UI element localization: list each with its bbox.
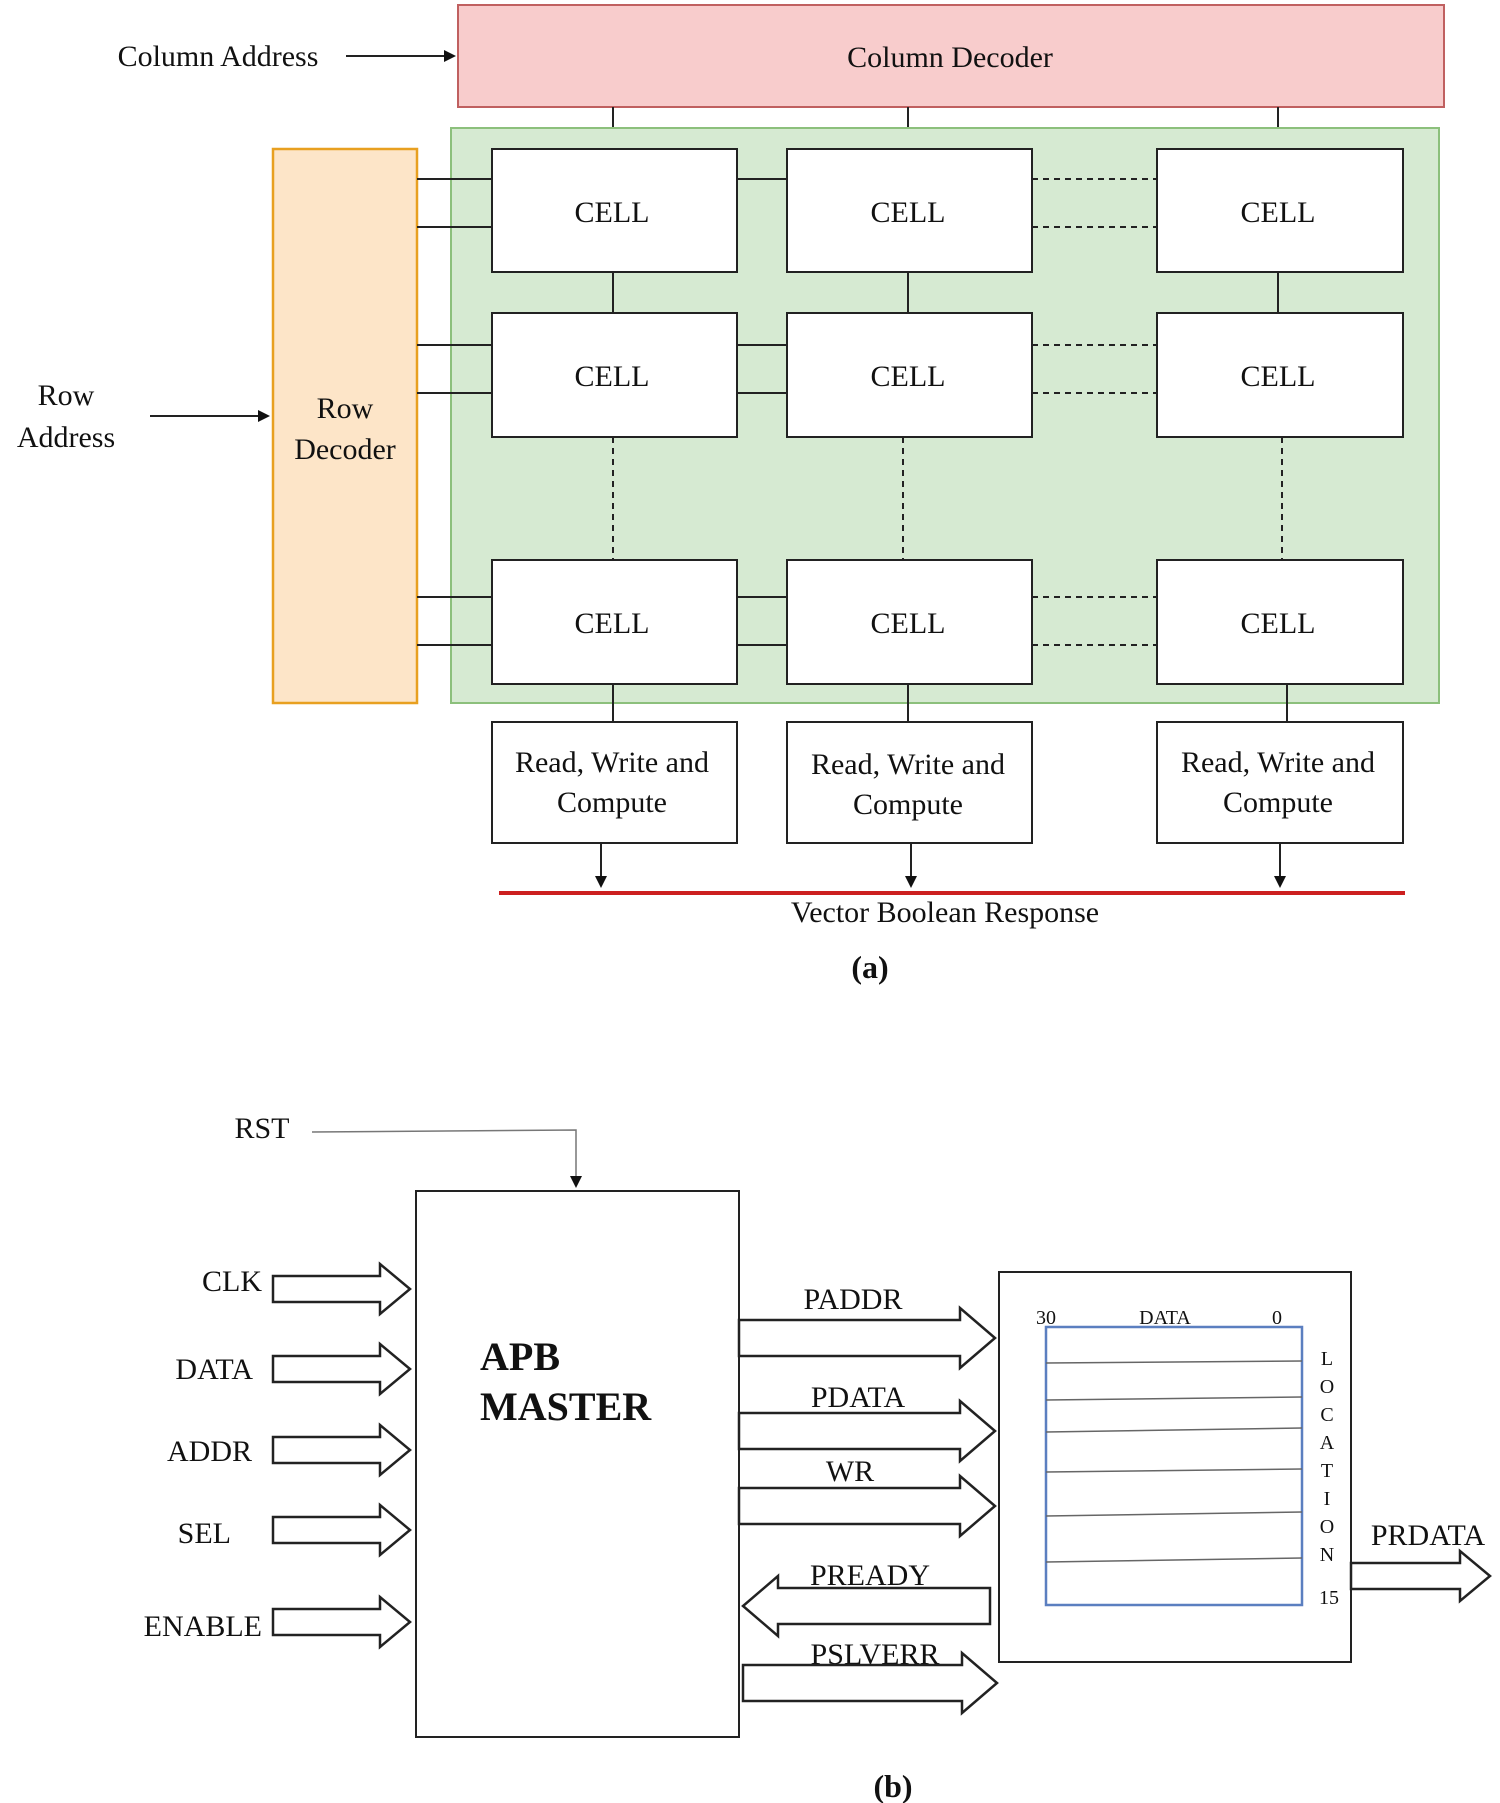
- memory-row-line: [1045, 1557, 1303, 1563]
- input-data-label: DATA: [175, 1353, 253, 1386]
- row-decoder-label-2: Decoder: [294, 433, 396, 466]
- location-letter: T: [1321, 1460, 1333, 1482]
- location-end-label: 15: [1319, 1587, 1339, 1609]
- location-letter: O: [1320, 1376, 1334, 1398]
- prdata-label: PRDATA: [1371, 1519, 1486, 1552]
- cell-r1-c2: [786, 148, 1033, 273]
- cell-r2-c2: [786, 312, 1033, 438]
- figure-b: RST APB MASTER CLK DATA ADDR SEL ENABLE …: [144, 1112, 1492, 1803]
- rst-arrow: [311, 1129, 582, 1188]
- cell-r2-c1: [491, 312, 738, 438]
- input-clk-label: CLK: [202, 1265, 262, 1298]
- column-decoder-label: Column Decoder: [847, 41, 1053, 74]
- input-enable-arrow: [271, 1594, 412, 1650]
- rwc-label-1: Read, Write and: [515, 746, 709, 779]
- memory-row-line: [1045, 1468, 1303, 1473]
- cell-label: CELL: [871, 196, 946, 229]
- memory-row-line: [1045, 1360, 1303, 1364]
- input-enable-label: ENABLE: [144, 1610, 262, 1643]
- rwc-block-3: [1156, 721, 1404, 844]
- location-letter: C: [1320, 1404, 1333, 1426]
- paddr-arrow: [737, 1305, 997, 1371]
- location-letter: I: [1324, 1488, 1331, 1510]
- cell-label: CELL: [575, 196, 650, 229]
- rwc-block-1: [491, 721, 738, 844]
- rwc-label-1: Read, Write and: [811, 748, 1005, 781]
- pslverr-arrow: [741, 1650, 999, 1716]
- caption-a: (a): [851, 949, 888, 985]
- location-letter: N: [1320, 1544, 1334, 1566]
- rwc-block-2: [786, 721, 1033, 844]
- cell-label: CELL: [871, 360, 946, 393]
- memory-array: [1044, 1325, 1304, 1607]
- memory-row-line: [1045, 1396, 1303, 1401]
- paddr-label: PADDR: [804, 1283, 903, 1316]
- wr-arrow: [737, 1473, 997, 1539]
- rwc-label-1: Read, Write and: [1181, 746, 1375, 779]
- figure-a: Column Address Column Decoder Row Decode…: [17, 4, 1445, 985]
- pdata-label: PDATA: [811, 1381, 906, 1414]
- input-sel-arrow: [271, 1502, 412, 1558]
- rst-label: RST: [234, 1112, 289, 1145]
- mem-bit-lo-label: 0: [1272, 1307, 1282, 1329]
- location-letter: L: [1321, 1348, 1333, 1370]
- cell-r3-c2: [786, 559, 1033, 685]
- cell-label: CELL: [1241, 360, 1316, 393]
- apb-master-box: [415, 1190, 740, 1738]
- input-addr-label: ADDR: [167, 1435, 252, 1468]
- cell-label: CELL: [1241, 196, 1316, 229]
- cell-r3-c1: [491, 559, 738, 685]
- input-clk-arrow: [271, 1261, 412, 1317]
- row-decoder-label-1: Row: [317, 392, 374, 425]
- input-addr-arrow: [271, 1422, 412, 1478]
- cell-r1-c3: [1156, 148, 1404, 273]
- pready-arrow: [741, 1573, 992, 1639]
- location-letter: A: [1320, 1432, 1335, 1454]
- column-decoder-box: [457, 4, 1445, 108]
- cell-label: CELL: [871, 607, 946, 640]
- row-decoder-box: [271, 147, 419, 705]
- vector-response-label: Vector Boolean Response: [791, 896, 1099, 929]
- input-sel-label: SEL: [178, 1517, 231, 1550]
- pdata-arrow: [737, 1398, 997, 1464]
- row-address-label-1: Row: [38, 379, 95, 412]
- rwc-label-2: Compute: [853, 788, 963, 821]
- cell-r1-c1: [491, 148, 738, 273]
- row-address-label-2: Address: [17, 421, 115, 454]
- location-letter: O: [1320, 1516, 1334, 1538]
- wr-label: WR: [826, 1455, 874, 1488]
- column-address-label: Column Address: [118, 40, 319, 73]
- mem-data-label: DATA: [1139, 1307, 1191, 1329]
- input-data-arrow: [271, 1341, 412, 1397]
- cell-label: CELL: [1241, 607, 1316, 640]
- apb-master-label-2: MASTER: [480, 1384, 652, 1429]
- memory-row-line: [1045, 1511, 1303, 1517]
- cell-label: CELL: [575, 360, 650, 393]
- prdata-arrow: [1349, 1548, 1492, 1604]
- cell-r2-c3: [1156, 312, 1404, 438]
- apb-master-label-1: APB: [480, 1334, 560, 1379]
- cell-label: CELL: [575, 607, 650, 640]
- pready-label: PREADY: [810, 1559, 930, 1592]
- rwc-label-2: Compute: [1223, 786, 1333, 819]
- rwc-label-2: Compute: [557, 786, 667, 819]
- memory-row-line: [1045, 1427, 1303, 1433]
- cell-r3-c3: [1156, 559, 1404, 685]
- caption-b: (b): [873, 1768, 912, 1803]
- mem-bit-hi-label: 30: [1036, 1307, 1056, 1329]
